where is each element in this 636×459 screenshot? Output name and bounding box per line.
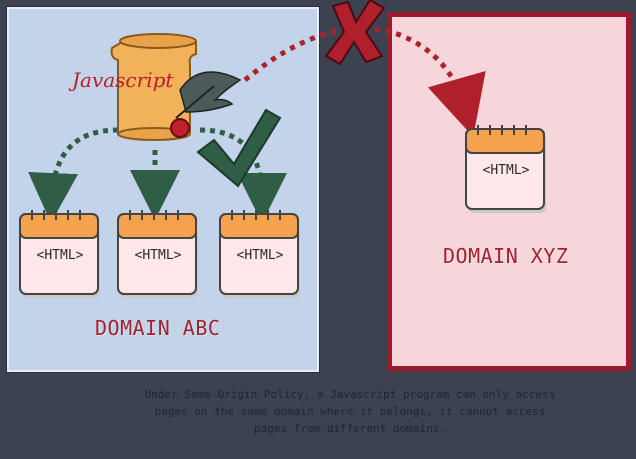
scroll-label: Javascript	[72, 68, 174, 92]
html-page-abc-2: <HTML>	[118, 214, 198, 296]
html-page-abc-1: <HTML>	[20, 214, 100, 296]
html-page-xyz-1: <HTML>	[466, 129, 546, 211]
cross-icon	[324, 0, 386, 66]
domain-xyz-label: DOMAIN XYZ	[443, 244, 569, 268]
html-page-icons	[19, 125, 546, 298]
html-page-label: <HTML>	[236, 248, 284, 263]
html-page-label: <HTML>	[482, 163, 530, 178]
html-page-label: <HTML>	[36, 248, 84, 263]
blocked-arrow	[243, 25, 486, 137]
quill-icon	[175, 71, 242, 119]
domain-abc-label: DOMAIN ABC	[95, 316, 221, 340]
html-page-label: <HTML>	[134, 248, 182, 263]
arrow-to-page-1	[28, 127, 119, 223]
checkmark-icon	[196, 108, 282, 188]
scroll-icon	[110, 33, 197, 141]
caption: Under Same-Origin Policy, a Javascript p…	[144, 388, 556, 435]
html-page-abc-3: <HTML>	[220, 214, 300, 296]
